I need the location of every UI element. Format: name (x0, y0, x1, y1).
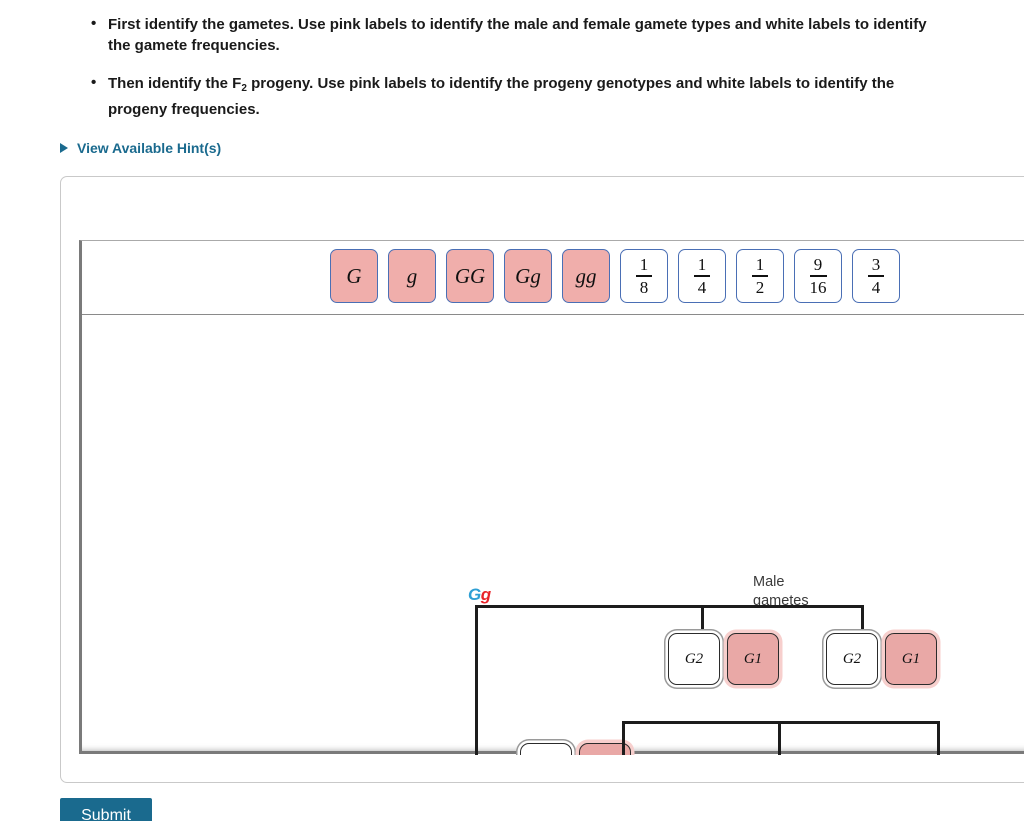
bank-token-G[interactable]: G (330, 249, 378, 303)
connector-male-drop-2 (861, 605, 864, 633)
male-gamete-slot-pair-2[interactable]: G2 G1 (826, 633, 937, 685)
bank-token-G-label: G (346, 263, 362, 288)
fraction-numerator: 9 (813, 255, 823, 275)
male-gametes-caption-line2: gametes (753, 593, 809, 609)
parent-genotype-label: Gg (468, 585, 491, 605)
male-gamete-2-type-slot[interactable]: G1 (885, 633, 937, 685)
fraction-numerator: 1 (755, 255, 765, 275)
punnett-square-grid: G2 GG G2 G1 G2 G1 (622, 721, 940, 755)
connector-vertical-main (475, 605, 478, 755)
instruction-list: First identify the gametes. Use pink lab… (0, 13, 1024, 120)
female-gamete-slot-pair-1[interactable]: G2 G1 (520, 743, 631, 755)
instruction-bullet-1: First identify the gametes. Use pink lab… (91, 13, 946, 56)
bank-token-g[interactable]: g (388, 249, 436, 303)
male-gamete-slot-pair-1[interactable]: G2 G1 (668, 633, 779, 685)
bank-token-g-label: g (406, 263, 418, 288)
punnett-diagram-canvas: Gg Male gametes Female gametes (82, 315, 1024, 755)
submit-button[interactable]: Submit (60, 798, 152, 821)
connector-male-drop-1 (701, 605, 704, 633)
fraction-bar (752, 275, 768, 277)
instructions-block: First identify the gametes. Use pink lab… (0, 13, 1024, 137)
male-gamete-2-frequency-slot[interactable]: G2 (826, 633, 878, 685)
fraction-one-quarter: 1 4 (694, 256, 710, 296)
interactive-workspace[interactable]: G g GG Gg gg 1 (79, 240, 1024, 755)
parent-allele-dominant: G (468, 585, 481, 604)
instruction-bullet-2-text-pre: Then identify the F (108, 75, 242, 92)
bank-token-Gg[interactable]: Gg (504, 249, 552, 303)
male-gamete-1-frequency-slot[interactable]: G2 (668, 633, 720, 685)
bank-token-Gg-label: Gg (515, 263, 541, 288)
female-gamete-1-frequency-slot[interactable]: G2 (520, 743, 572, 755)
fraction-bar (694, 275, 710, 277)
instruction-bullet-2: Then identify the F2 progeny. Use pink l… (91, 72, 946, 120)
female-gamete-1-type-slot[interactable]: G1 (579, 743, 631, 755)
bank-token-three-quarters[interactable]: 3 4 (852, 249, 900, 303)
fraction-bar (868, 275, 884, 277)
fraction-denominator: 4 (871, 277, 881, 297)
token-bank-items: G g GG Gg gg 1 (330, 249, 900, 303)
view-hints-label: View Available Hint(s) (77, 140, 222, 156)
fraction-denominator: 16 (809, 277, 827, 297)
parent-allele-recessive: g (480, 585, 491, 604)
fraction-nine-sixteenths: 9 16 (809, 255, 827, 297)
bank-token-one-half[interactable]: 1 2 (736, 249, 784, 303)
bank-token-GG[interactable]: GG (446, 249, 494, 303)
bank-token-gg[interactable]: gg (562, 249, 610, 303)
triangle-right-icon (60, 143, 68, 153)
view-hints-link[interactable]: View Available Hint(s) (60, 140, 221, 156)
fraction-bar (809, 275, 827, 277)
fraction-numerator: 1 (639, 255, 649, 275)
fraction-denominator: 4 (697, 277, 707, 297)
fraction-three-quarters: 3 4 (868, 256, 884, 296)
token-bank: G g GG Gg gg 1 (82, 241, 1024, 315)
bank-token-one-quarter[interactable]: 1 4 (678, 249, 726, 303)
punnett-cell-top-right[interactable]: G2 G1 (781, 724, 937, 755)
fraction-bar (636, 275, 652, 277)
bank-token-nine-sixteenths[interactable]: 9 16 (794, 249, 842, 303)
fraction-numerator: 1 (697, 255, 707, 275)
fraction-denominator: 8 (639, 277, 649, 297)
bank-token-GG-label: GG (454, 263, 486, 288)
answer-panel: G g GG Gg gg 1 (60, 176, 1024, 783)
fraction-denominator: 2 (755, 277, 765, 297)
connector-horizontal-top (475, 605, 864, 608)
fraction-numerator: 3 (871, 255, 881, 275)
male-gametes-caption-line1: Male (753, 574, 785, 590)
punnett-cell-top-left[interactable]: G2 GG (625, 724, 781, 755)
bank-token-one-eighth[interactable]: 1 8 (620, 249, 668, 303)
fraction-one-half: 1 2 (752, 256, 768, 296)
bank-token-gg-label: gg (575, 263, 597, 288)
instruction-bullet-2-subscript: 2 (241, 83, 247, 94)
instruction-bullet-2-text-post: progeny. Use pink labels to identify the… (108, 75, 895, 118)
male-gamete-1-type-slot[interactable]: G1 (727, 633, 779, 685)
instruction-bullet-1-text: First identify the gametes. Use pink lab… (108, 16, 927, 54)
fraction-one-eighth: 1 8 (636, 256, 652, 296)
